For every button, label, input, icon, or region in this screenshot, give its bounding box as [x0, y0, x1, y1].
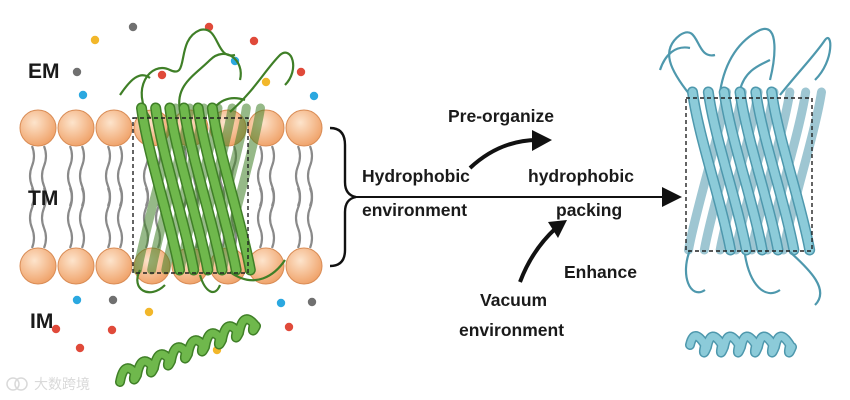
- lipid-tail: [106, 188, 110, 248]
- ion-particle: [108, 326, 116, 334]
- ion-particle: [73, 68, 81, 76]
- lipid-tail: [80, 188, 84, 248]
- label-hydrophobic-environment-2: environment: [362, 200, 467, 221]
- lipid-head: [58, 110, 94, 146]
- watermark: 大数跨境: [6, 374, 90, 394]
- lipid-tail: [258, 188, 262, 248]
- lipid-head: [96, 248, 132, 284]
- ion-particle: [277, 299, 285, 307]
- label-tm: TM: [28, 187, 58, 211]
- curved-arrow-icon: [470, 140, 538, 168]
- protein-loop: [230, 53, 293, 112]
- ion-particle: [250, 37, 258, 45]
- label-enhance: Enhance: [564, 262, 637, 283]
- ion-particle: [109, 296, 117, 304]
- protein-loop: [660, 47, 690, 70]
- ion-particle: [129, 23, 137, 31]
- lipid-head: [58, 248, 94, 284]
- ion-particle: [310, 92, 318, 100]
- protein-loop: [740, 60, 770, 90]
- protein-helix: [120, 319, 256, 382]
- curly-brace-icon: [330, 128, 356, 266]
- protein-loop: [669, 32, 715, 95]
- protein-loop: [790, 252, 820, 305]
- ion-particle: [145, 308, 153, 316]
- lipid-tail: [118, 188, 122, 248]
- ion-particle: [308, 298, 316, 306]
- label-vacuum-2: environment: [459, 320, 564, 341]
- protein-loop: [686, 250, 705, 292]
- ion-particle: [262, 78, 270, 86]
- lipid-tail: [296, 188, 300, 248]
- label-hydrophobic-packing-2: packing: [556, 200, 622, 221]
- ion-particle: [73, 296, 81, 304]
- ion-particle: [79, 91, 87, 99]
- ion-particle: [76, 344, 84, 352]
- lipid-head: [20, 110, 56, 146]
- label-hydrophobic-environment-1: Hydrophobic: [362, 166, 470, 187]
- watermark-text: 大数跨境: [34, 374, 90, 394]
- protein-loop: [720, 29, 774, 92]
- ion-particle: [297, 68, 305, 76]
- watermark-logo-icon: [6, 377, 28, 391]
- lipid-head: [20, 248, 56, 284]
- label-em: EM: [28, 60, 60, 84]
- label-im: IM: [30, 310, 53, 334]
- lipid-tail: [68, 188, 72, 248]
- curved-arrow-icon: [520, 228, 556, 282]
- lipid-tail: [270, 188, 274, 248]
- label-vacuum-1: Vacuum: [480, 290, 547, 311]
- ion-particle: [158, 71, 166, 79]
- protein-loop: [780, 38, 830, 95]
- ion-particle: [285, 323, 293, 331]
- protein-loop: [745, 255, 780, 293]
- lipid-head: [286, 248, 322, 284]
- lipid-tail: [308, 188, 312, 248]
- lipid-head: [96, 110, 132, 146]
- label-hydrophobic-packing-1: hydrophobic: [528, 166, 634, 187]
- lipid-head: [286, 110, 322, 146]
- curved-arrow-head-top: [532, 130, 552, 151]
- label-pre-organize: Pre-organize: [448, 106, 554, 127]
- ion-particle: [91, 36, 99, 44]
